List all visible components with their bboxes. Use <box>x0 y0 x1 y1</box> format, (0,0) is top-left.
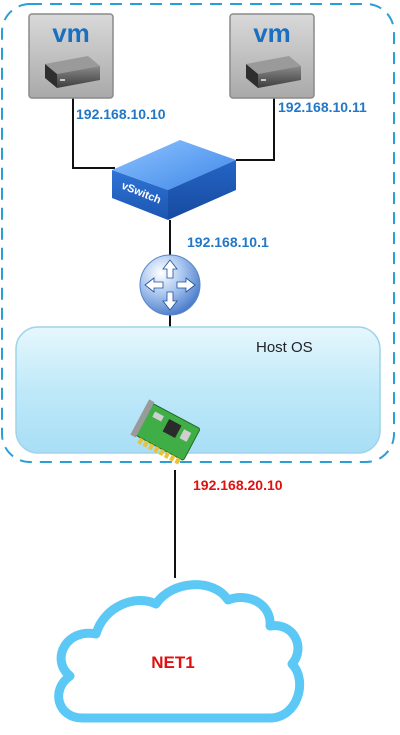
nic-ip: 192.168.20.10 <box>193 477 283 493</box>
host-os-box <box>15 326 381 454</box>
vswitch-left <box>112 170 168 220</box>
server-icon <box>45 56 100 88</box>
server-icon <box>246 56 301 88</box>
vm-2-ip: 192.168.10.11 <box>278 99 367 115</box>
vswitch-top <box>112 140 236 190</box>
router-arrows-icon <box>144 259 196 311</box>
network-cloud[interactable]: NET1 <box>54 580 305 723</box>
router[interactable] <box>139 254 201 316</box>
vswitch-right <box>168 160 236 220</box>
link-vm2-vswitch <box>236 98 275 161</box>
router-ip: 192.168.10.1 <box>187 234 269 250</box>
host-os-label: Host OS <box>256 339 313 356</box>
vm-1-label: vm <box>52 18 90 48</box>
vswitch[interactable]: vSwitch <box>112 140 236 220</box>
router-icon <box>139 254 201 316</box>
vm-2[interactable]: vm <box>229 13 315 99</box>
nic-card[interactable] <box>128 399 201 466</box>
vm-2-label: vm <box>253 18 291 48</box>
cloud-icon <box>54 580 305 723</box>
link-vm1-vswitch <box>72 98 115 169</box>
vm-1-ip: 192.168.10.10 <box>76 106 166 122</box>
network-label: NET1 <box>151 653 194 672</box>
vm-1[interactable]: vm <box>28 13 114 99</box>
host-boundary <box>1 3 395 463</box>
nic-chip-icon <box>162 419 182 438</box>
